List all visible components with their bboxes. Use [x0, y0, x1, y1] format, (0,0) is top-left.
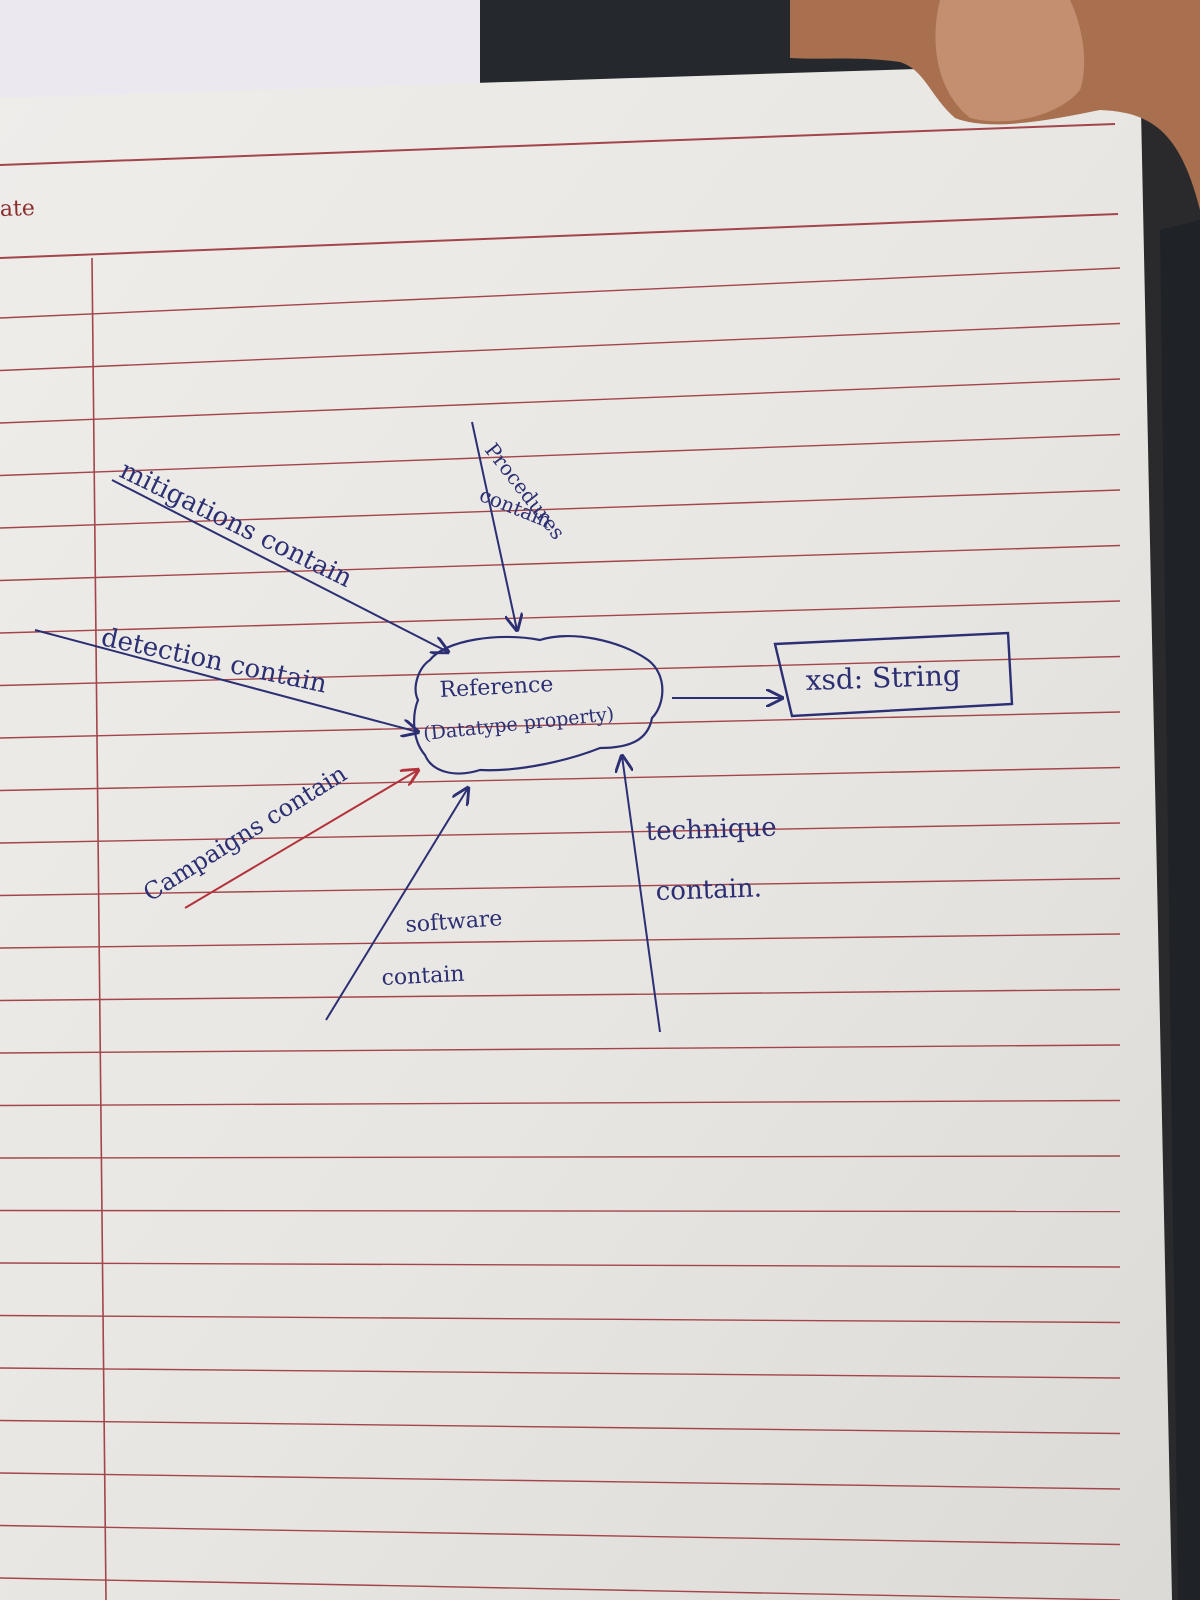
- ruled-line: [0, 1472, 1121, 1490]
- background-white-surface: [0, 0, 500, 100]
- center-node-label: Reference: [439, 672, 554, 703]
- edge-detection: [34, 629, 418, 732]
- page-edge-shadow: [1160, 220, 1200, 1600]
- range-node-box: [773, 631, 1014, 718]
- edge-label-technique-line2: contain.: [655, 873, 762, 907]
- ruled-line: [0, 711, 1121, 739]
- ruled-line: [0, 600, 1121, 634]
- ruled-line: [0, 378, 1121, 424]
- page-header-label: ate: [0, 196, 35, 222]
- ruled-line: [0, 1044, 1121, 1054]
- ruled-line: [0, 322, 1121, 372]
- ruled-line: [0, 1314, 1121, 1324]
- edge-campaigns: [184, 770, 418, 909]
- margin-line: [91, 257, 107, 1600]
- edge-mitigations: [111, 479, 448, 652]
- header-line-bottom: [0, 213, 1119, 259]
- ruled-line: [0, 1577, 1121, 1600]
- ruled-line: [0, 1209, 1121, 1213]
- edge-technique: [622, 756, 661, 1033]
- ruled-lines: [0, 267, 1121, 1600]
- edge-software: [325, 788, 468, 1021]
- edge-label-software-line2: contain: [381, 962, 465, 991]
- ruled-line: [0, 1367, 1121, 1379]
- ruled-line: [0, 544, 1121, 582]
- ruled-line: [0, 988, 1121, 1002]
- ruled-line: [0, 877, 1121, 897]
- ruled-line: [0, 1419, 1121, 1435]
- thumbnail: [935, 0, 1085, 122]
- ruled-line: [0, 1524, 1121, 1546]
- range-node-label: xsd: String: [805, 659, 961, 697]
- ruled-line: [0, 655, 1121, 687]
- edge-label-technique-line1: technique: [645, 812, 777, 847]
- ruled-line: [0, 933, 1121, 949]
- edge-procedures: [471, 421, 517, 630]
- notebook-page: [0, 62, 1172, 1600]
- ruled-line: [0, 433, 1121, 477]
- ruled-line: [0, 766, 1121, 792]
- ruled-line: [0, 1099, 1121, 1107]
- ruled-line: [0, 1262, 1121, 1268]
- ruled-line: [0, 822, 1121, 844]
- ruled-line: [0, 1155, 1121, 1159]
- ruled-line: [0, 267, 1121, 319]
- ruled-line: [0, 489, 1121, 529]
- header-line-top: [0, 123, 1116, 166]
